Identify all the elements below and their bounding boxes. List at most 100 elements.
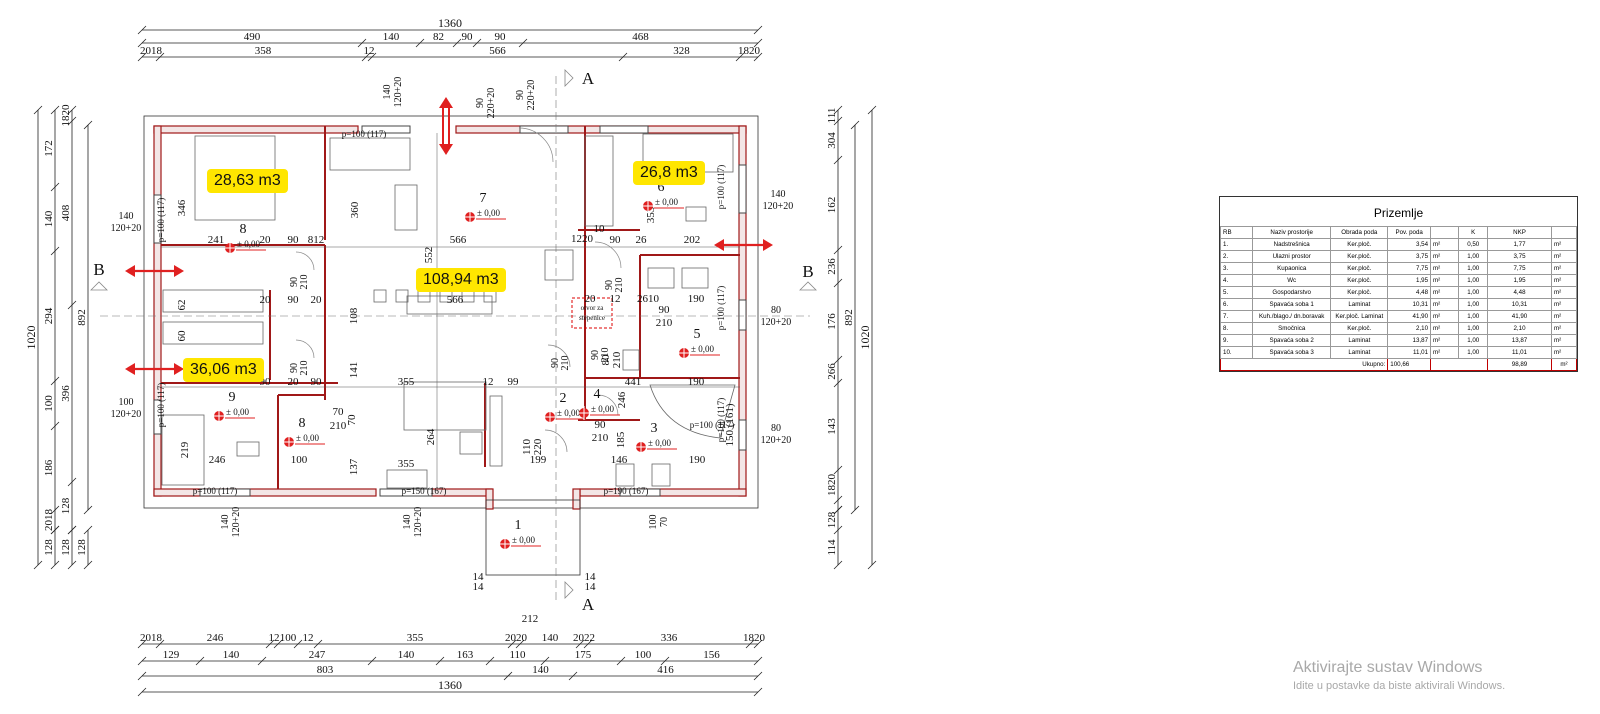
stair-note: otvor za (581, 304, 605, 312)
dimension-tick (367, 656, 377, 666)
dimension-tick (273, 639, 283, 649)
schedule-cell: 4,48 (1387, 286, 1432, 299)
section-label-a-top: A (582, 69, 595, 88)
sink (386, 469, 428, 489)
opening-label: 80 (771, 423, 781, 434)
schedule-cell: m² (1430, 322, 1460, 335)
schedule-cell: m² (1551, 310, 1577, 323)
overall-dimension-label: 1020 (24, 326, 38, 350)
schedule-cell: 1,95 (1486, 274, 1553, 287)
schedule-cell: Kuh./blago./ dn.boravak (1252, 310, 1332, 323)
schedule-cell: 41,90 (1486, 310, 1553, 323)
dimension-tick (660, 656, 670, 666)
dimension-label: 128 (76, 539, 88, 556)
dimension-tick (616, 656, 626, 666)
schedule-cell: Spavaća soba 1 (1252, 298, 1332, 311)
schedule-cell: 6. (1219, 298, 1254, 311)
schedule-cell: 13,87 (1387, 334, 1432, 347)
watermark-line-1: Aktivirajte sustav Windows (1293, 659, 1483, 676)
schedule-cell: Nadstrešnica (1252, 238, 1332, 251)
parapet-label: p=100 (117) (156, 198, 166, 243)
dimension-label: 114 (826, 539, 838, 556)
door-label: 90 (289, 363, 300, 373)
level-value: ± 0,00 (226, 407, 249, 417)
dimension-tick (50, 505, 60, 515)
window-opening (738, 299, 747, 331)
room-number: 5 (694, 327, 701, 342)
dimension-tick (415, 38, 425, 48)
schedule-cell: 9. (1219, 334, 1254, 347)
schedule-cell: Ker.ploč. (1330, 274, 1389, 287)
wall (572, 488, 581, 510)
interior-dimension: 20 (260, 234, 272, 246)
schedule-cell: m² (1430, 286, 1460, 299)
dimension-label: 143 (826, 418, 838, 435)
col-name: Naziv prostorije (1252, 226, 1332, 239)
dimension-label: 162 (826, 197, 838, 214)
appliance (647, 267, 675, 289)
dimension-tick (67, 525, 77, 535)
dimension-label: 176 (826, 313, 838, 330)
schedule-cell: 2. (1219, 250, 1254, 263)
dimension-tick (833, 525, 843, 535)
dimension-label: 892 (76, 309, 88, 326)
dimension-tick (485, 656, 495, 666)
dimension-tick (472, 38, 482, 48)
schedule-cell: m² (1430, 274, 1460, 287)
parapet-label: p=100 (117) (342, 129, 387, 139)
dimension-label: 12 (303, 632, 314, 644)
dimension-tick (867, 560, 877, 570)
interior-dimension: 566 (447, 294, 464, 306)
schedule-cell: m² (1430, 346, 1460, 359)
interior-dimension: 146 (611, 454, 628, 466)
schedule-cell: 11,01 (1387, 346, 1432, 359)
dimension-tick (67, 105, 77, 115)
schedule-cell: m² (1430, 310, 1460, 323)
interior-dimension: 185 (615, 431, 627, 448)
opening-label: 220+20 (526, 80, 537, 111)
wall (153, 125, 359, 134)
schedule-cell: Ker.ploč. (1330, 286, 1389, 299)
dimension-label: 100 (43, 395, 55, 412)
dimension-tick (137, 639, 147, 649)
schedule-cell: 1,00 (1458, 274, 1488, 287)
dimension-tick (67, 477, 77, 487)
room-number: 1 (515, 518, 522, 533)
opening-label: 140 (771, 189, 786, 200)
dimension-tick (833, 155, 843, 165)
opening-label: 100 (119, 397, 134, 408)
dimension-tick (67, 560, 77, 570)
dimension-tick (753, 38, 763, 48)
dimension-label: 100 (635, 649, 652, 661)
interior-dimension: 90 (311, 376, 323, 388)
arrow-head-icon (125, 363, 135, 375)
schedule-cell: 0,50 (1458, 238, 1488, 251)
interior-dimension: 99 (508, 376, 520, 388)
schedule-cell: 10. (1219, 346, 1254, 359)
window-opening (153, 399, 162, 435)
schedule-cell: 3. (1219, 262, 1254, 275)
dimension-tick (833, 560, 843, 570)
opening-label: 140 (119, 211, 134, 222)
arrow-head-icon (125, 265, 135, 277)
schedule-cell: Ker.ploč. (1330, 250, 1389, 263)
washbasin (622, 349, 640, 371)
schedule-cell: 1,77 (1486, 238, 1553, 251)
schedule-cell: m² (1430, 238, 1460, 251)
schedule-cell: 10,31 (1387, 298, 1432, 311)
opening-label: 120+20 (413, 507, 424, 538)
dimension-tick (583, 639, 593, 649)
door-swing (594, 241, 622, 269)
interior-dimension: 60 (176, 330, 188, 342)
dining-table (406, 295, 493, 315)
schedule-cell: m² (1430, 298, 1460, 311)
hob (459, 431, 483, 455)
door-swing (295, 339, 315, 359)
interior-dimension: 110 (521, 438, 533, 455)
interior-dimension: 219 (179, 441, 191, 458)
door-label: 210 (614, 278, 625, 293)
schedule-cell: m² (1551, 334, 1577, 347)
